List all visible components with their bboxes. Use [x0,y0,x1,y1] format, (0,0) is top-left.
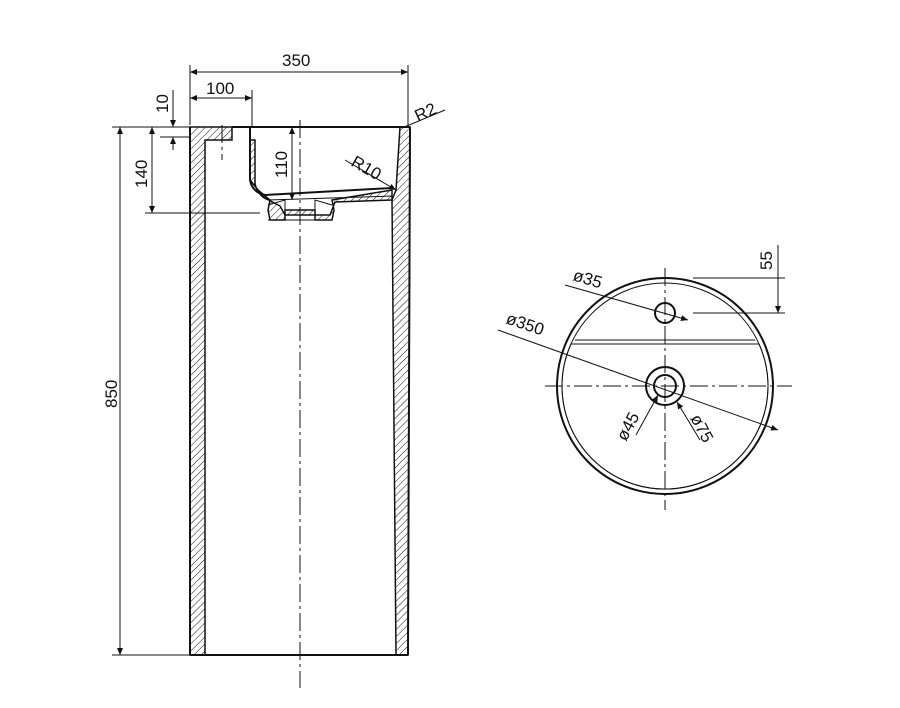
dim-top-radius: R2 [412,99,440,125]
dim-drain-inner-diameter: ø45 [613,409,644,444]
dim-tap-hole-offset: 55 [757,251,776,270]
side-view: 350 100 10 140 110 850 R2 R10 [102,51,446,688]
basin-bowl-section [249,139,393,221]
dim-bowl-depth: 140 [132,160,151,188]
dim-lip-thickness: 10 [153,94,172,113]
dim-overall-width: 350 [282,51,310,70]
drain-outer [645,366,685,406]
dim-inner-depth: 110 [272,151,291,178]
dim-overflow-offset: 100 [206,79,234,98]
tap-hole [654,302,676,324]
top-view: ø350 ø35 55 ø45 ø75 [497,245,792,510]
left-wall-section [189,126,233,656]
dim-drain-outer-diameter: ø75 [686,411,717,446]
dim-overall-height: 850 [102,380,121,408]
basin-outer-rim [556,277,774,495]
dim-bowl-radius: R10 [348,152,385,184]
